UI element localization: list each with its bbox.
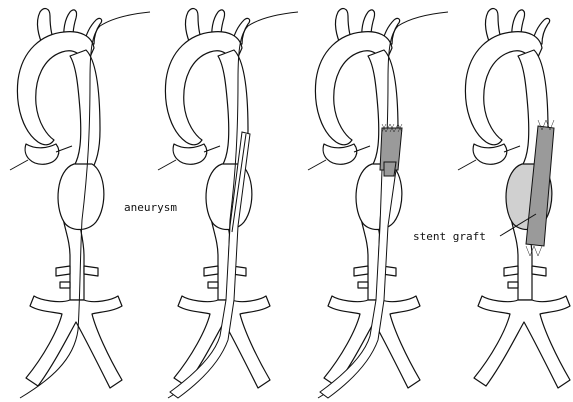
panel-1: aneurysm [10,9,177,398]
panel-4 [458,9,570,388]
aneurysm-label: aneurysm [124,201,177,214]
delivery-sheath [170,132,250,398]
aneurysm-sac [58,164,104,230]
panel-2 [158,9,298,398]
stent-graft-folded [384,162,396,176]
panel-3 [308,9,448,398]
stent-graft-label: stent graft [413,230,486,243]
